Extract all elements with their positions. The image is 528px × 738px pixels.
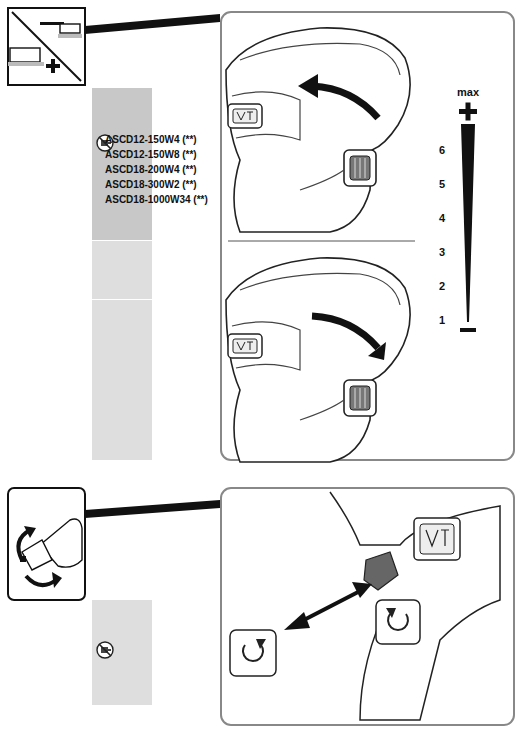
model-name: ASCD18-300W2 (**) <box>105 179 197 190</box>
scale-label: 6 <box>439 144 445 156</box>
model-name: ASCD18-1000W34 (**) <box>105 194 208 205</box>
scale-label: 3 <box>439 246 445 258</box>
model-name: ASCD18-200W4 (**) <box>105 164 197 175</box>
scale-label: 2 <box>439 280 445 292</box>
model-name: ASCD12-150W4 (**) <box>105 134 197 145</box>
scale-label: 4 <box>439 212 445 224</box>
scale-label: 5 <box>439 178 445 190</box>
scale-label: 1 <box>439 314 445 326</box>
scale-label: max <box>457 86 479 98</box>
model-name: ASCD12-150W8 (**) <box>105 149 197 160</box>
